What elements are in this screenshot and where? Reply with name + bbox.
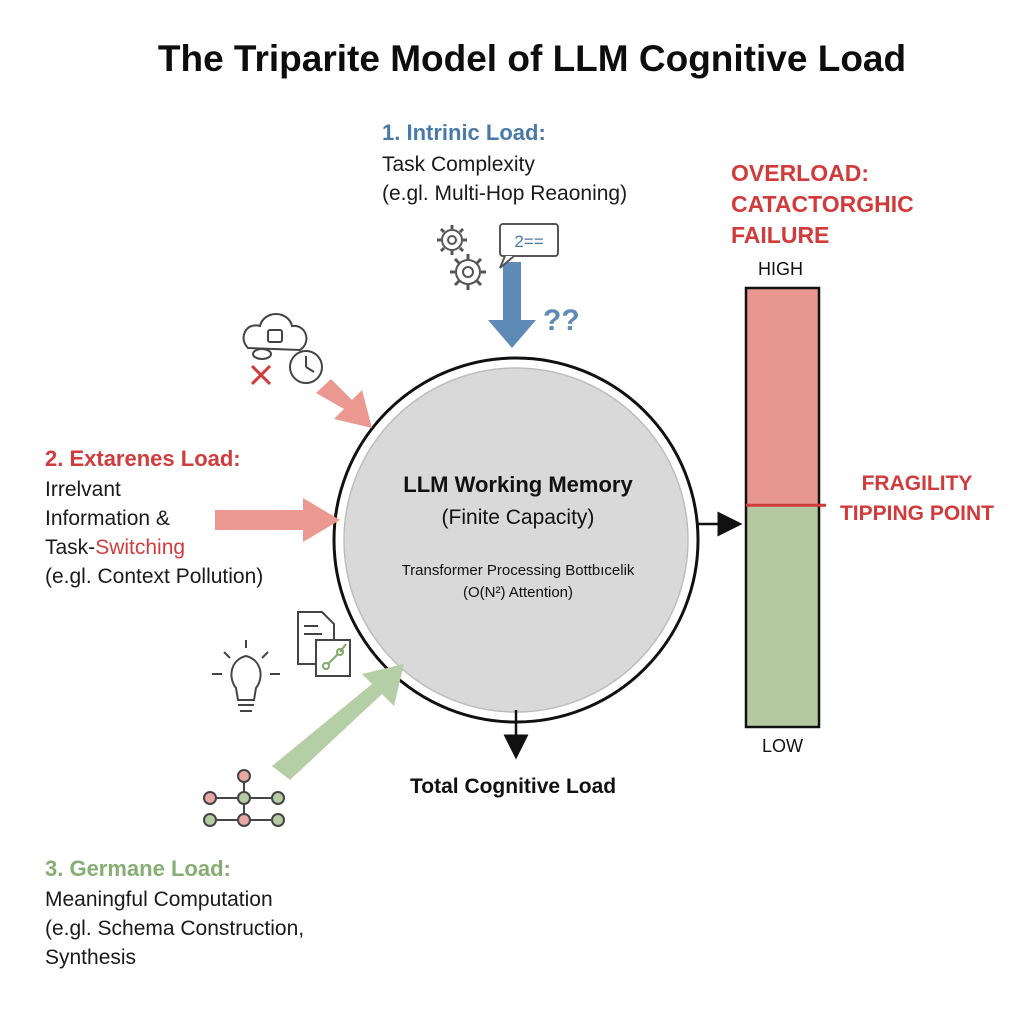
gauge-low-label: LOW [762, 736, 804, 756]
gauge-safe-zone [746, 505, 819, 727]
working-memory-title: LLM Working Memory [403, 472, 633, 497]
load-gauge [744, 286, 826, 729]
lightbulb-icon [212, 640, 280, 712]
extraneous-line: Task-Switching [45, 533, 263, 562]
germane-line: Synthesis [45, 946, 137, 969]
extraneous-arrow-diagonal [316, 379, 372, 428]
gears-icon [437, 225, 486, 290]
germane-load-description: Meaningful Computation (e.gl. Schema Con… [45, 885, 304, 972]
switching-word: Switching [95, 536, 186, 559]
extraneous-load-description: Irrelvant Information & Task-Switching (… [45, 475, 263, 591]
tipping-line: FRAGILITY [861, 472, 973, 495]
extraneous-line: (e.gl. Context Pollution) [45, 565, 264, 588]
germane-line: Meaningful Computation [45, 888, 273, 911]
close-x-icon [250, 364, 272, 386]
overload-line: CATACTORGHIC [731, 191, 914, 217]
document-diagram-icon [297, 611, 351, 677]
working-memory-detail: (O(N²) Attention) [462, 584, 574, 601]
overload-label: OVERLOAD: CATACTORGHIC FAILURE [731, 158, 991, 251]
intrinsic-line: Task Complexity [382, 153, 535, 176]
extraneous-load-heading: 2. Extarenes Load: [45, 446, 241, 471]
extraneous-line: Irrelvant [45, 478, 121, 501]
germane-load-heading: 3. Germane Load: [45, 856, 231, 881]
overload-line: FAILURE [731, 222, 830, 248]
clock-icon [289, 350, 323, 384]
tipping-line: TIPPING POINT [839, 502, 994, 525]
intrinsic-line: (e.gl. Multi-Hop Reaoning) [382, 182, 628, 205]
question-marks-icon: ?? [543, 304, 580, 337]
overload-line: OVERLOAD: [731, 160, 869, 186]
diagram-title: The Triparite Model of LLM Cognitive Loa… [157, 38, 907, 79]
extraneous-line: Information & [45, 507, 170, 530]
cluttered-cloud-icon [242, 313, 308, 360]
working-memory-subtitle: (Finite Capacity) [441, 506, 595, 529]
intrinsic-load-heading: 1. Intrinic Load: [382, 120, 546, 145]
total-cognitive-load-label: Total Cognitive Load [410, 775, 617, 798]
intrinsic-load-description: Task Complexity (e.gl. Multi-Hop Reaonin… [382, 150, 627, 208]
extraneous-line-part: Task- [45, 536, 96, 559]
gauge-high-label: HIGH [758, 259, 803, 279]
node-tree-icon [203, 769, 285, 827]
germane-line: (e.gl. Schema Construction, [45, 917, 305, 940]
working-memory-detail: Transformer Processing Bottbıcelik [401, 562, 635, 579]
germane-arrow [272, 664, 404, 780]
extraneous-arrow-horizontal [215, 498, 340, 542]
tipping-point-label: FRAGILITY TIPPING POINT [832, 469, 1002, 529]
gauge-frame [744, 286, 821, 729]
gauge-overload-zone [746, 288, 819, 506]
working-memory-inner [343, 367, 689, 713]
speech-bubble-text: 2== [514, 232, 543, 251]
speech-bubble-icon: 2== [499, 223, 559, 269]
intrinsic-arrow [488, 262, 536, 348]
